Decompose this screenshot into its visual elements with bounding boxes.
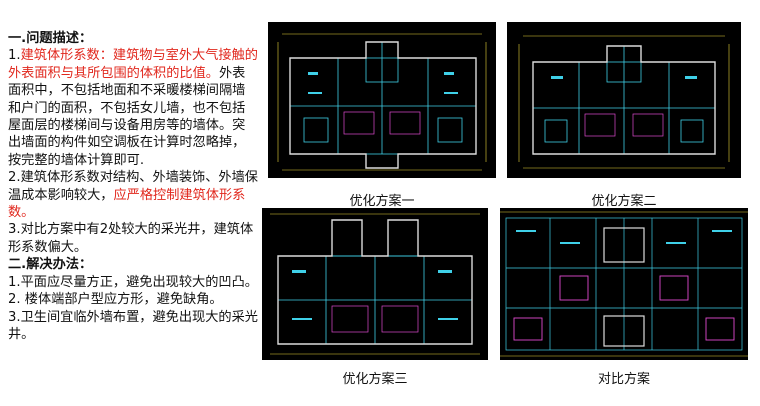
heading-problem: 一.问题描述： bbox=[8, 31, 93, 46]
floor-plan-option-1 bbox=[268, 22, 496, 178]
floor-plan-option-2 bbox=[507, 22, 741, 178]
solution-1: 1.平面应尽量方正，避免出现较大的凹凸。 bbox=[8, 274, 258, 290]
caption-option-3: 优化方案三 bbox=[342, 372, 408, 387]
floor-plan-3-drawing bbox=[270, 213, 480, 355]
floor-plan-2-drawing bbox=[518, 35, 730, 169]
point-1-definition: 建筑体形系数：建筑物与室外大气接触的外表面积与其所包围的体积的比值。 bbox=[8, 48, 258, 81]
solution-2: 2. 楼体端部户型应方形，避免缺角。 bbox=[8, 292, 223, 308]
caption-comparison: 对比方案 bbox=[597, 372, 650, 387]
caption-option-1: 优化方案一 bbox=[349, 194, 415, 209]
floor-plan-comparison bbox=[500, 208, 748, 360]
heading-solution: 二.解决办法： bbox=[8, 257, 93, 273]
point-2: 2.建筑体形系数对结构、外墙装饰、外墙保温成本影响较大，应严格控制建筑体形系数。 bbox=[8, 169, 258, 221]
point-3: 3.对比方案中有2处较大的采光井，建筑体形系数偏大。 bbox=[8, 222, 254, 255]
description-text: 一.问题描述： 1.建筑体形系数：建筑物与室外大气接触的外表面积与其所包围的体积… bbox=[8, 30, 258, 343]
point-1-detail: 外表面积中，不包括地面和不采暖楼梯间隔墙和户门的面积，不包括女儿墙，也不包括屋面… bbox=[8, 65, 246, 168]
caption-option-2: 优化方案二 bbox=[591, 194, 657, 209]
floor-plan-option-3 bbox=[262, 208, 488, 360]
point-2-emphasis: 应严格控制建筑体形系数。 bbox=[8, 187, 246, 221]
point-1-num: 1. bbox=[8, 48, 21, 64]
point-1: 1.建筑体形系数：建筑物与室外大气接触的外表面积与其所包围的体积的比值。外表面积… bbox=[8, 47, 258, 169]
solution-3: 3.卫生间宜临外墙布置，避免出现大的采光井。 bbox=[8, 309, 258, 342]
point-2-text: 2.建筑体形系数对结构、外墙装饰、外墙保温成本影响较大， bbox=[8, 170, 258, 203]
floor-plan-4-drawing bbox=[500, 211, 748, 357]
floor-plan-1-drawing bbox=[277, 33, 487, 171]
